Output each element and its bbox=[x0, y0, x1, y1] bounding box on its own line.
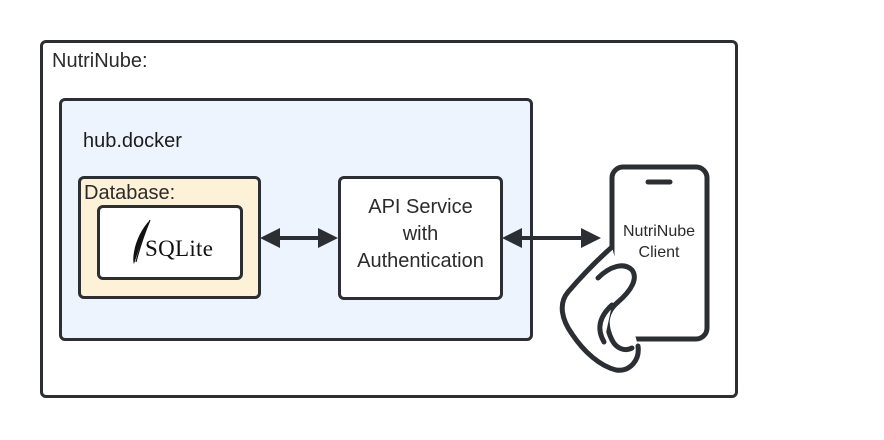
client-label-line: Client bbox=[638, 244, 680, 261]
client-label-line: NutriNube bbox=[622, 223, 696, 240]
hub-docker-title: hub.docker bbox=[83, 130, 182, 152]
database-title: Database: bbox=[84, 182, 176, 204]
client-label: NutriNube Client bbox=[612, 221, 706, 263]
api-service-box bbox=[338, 176, 503, 300]
api-label-line: API Service bbox=[368, 196, 473, 218]
api-label-line: with bbox=[402, 223, 439, 245]
api-label-line: Authentication bbox=[357, 250, 484, 272]
nutrinube-title: NutriNube: bbox=[52, 50, 148, 72]
sqlite-logo-box bbox=[97, 205, 243, 280]
sqlite-logo-text: SQLite bbox=[145, 236, 214, 261]
api-service-label: API Service with Authentication bbox=[338, 194, 503, 275]
